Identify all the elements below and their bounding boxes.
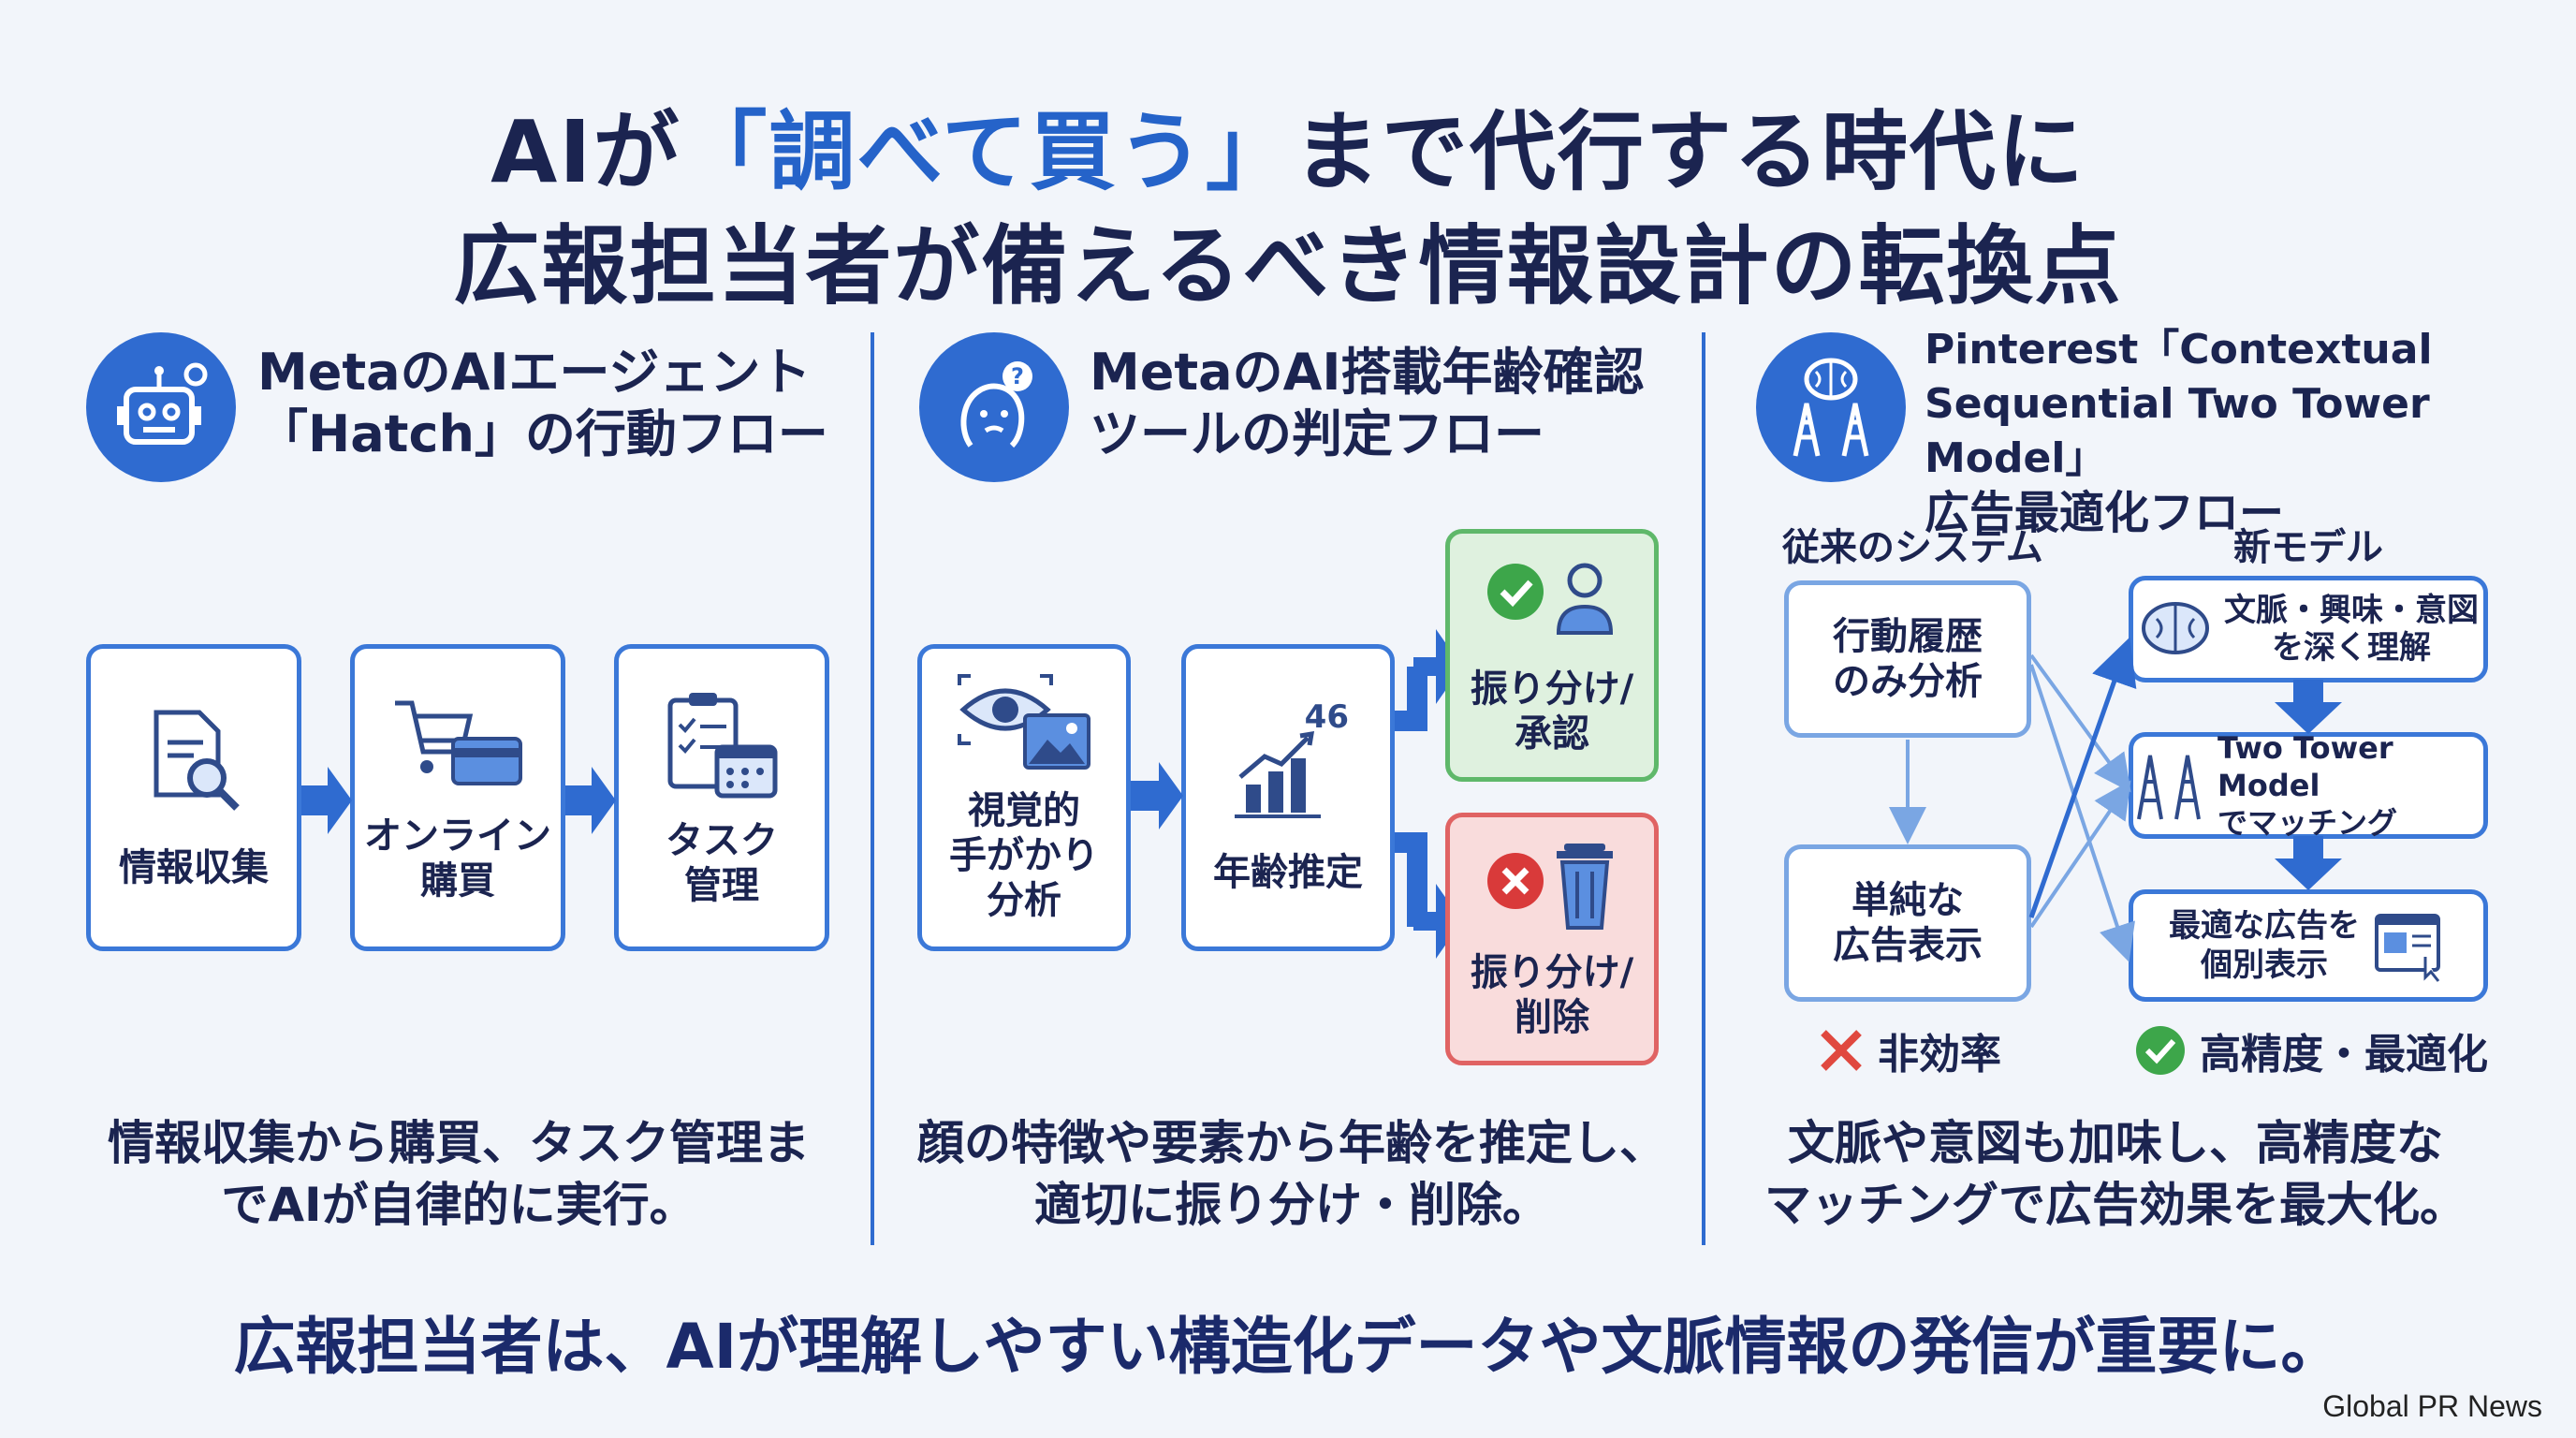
step-visual-analysis: 視覚的 手がかり 分析 bbox=[917, 644, 1131, 951]
column-divider-2 bbox=[1702, 332, 1705, 1245]
svg-text:?: ? bbox=[1011, 363, 1024, 389]
arrow-down-icon bbox=[2275, 680, 2342, 734]
col1-heading: MetaのAIエージェント 「Hatch」の行動フロー bbox=[257, 342, 828, 465]
col2-heading-line2: ツールの判定フロー bbox=[1090, 404, 1544, 463]
col1-heading-line1: MetaのAIエージェント bbox=[257, 343, 812, 402]
two-tower-icon bbox=[2137, 755, 2201, 820]
connector-lines bbox=[1889, 637, 2137, 962]
col1-caption: 情報収集から購買、タスク管理ま でAIが自律的に実行。 bbox=[56, 1112, 861, 1236]
visual-label-line3: 分析 bbox=[987, 879, 1061, 922]
step-task-management: タスク 管理 bbox=[614, 644, 829, 951]
legacy-box1-line2: のみ分析 bbox=[1833, 660, 1983, 703]
arrow-right-icon bbox=[1131, 762, 1183, 829]
new-box1-line2: を深く理解 bbox=[2272, 629, 2431, 667]
new-result-label: 高精度・最適化 bbox=[2200, 1031, 2488, 1078]
eye-image-icon bbox=[958, 674, 1090, 770]
new-context-understanding: 文脈・興味・意図 を深く理解 bbox=[2129, 576, 2488, 682]
age-estimation-label: 年齢推定 bbox=[1213, 851, 1363, 894]
col2-caption: 顔の特徴や要素から年齢を推定し、 適切に振り分け・削除。 bbox=[889, 1112, 1694, 1236]
bar-chart-icon: 46 bbox=[1227, 698, 1349, 822]
new-box1-line1: 文脈・興味・意図 bbox=[2224, 592, 2479, 629]
footer-message: 広報担当者は、AIが理解しやすい構造化データや文脈情報の発信が重要に。 bbox=[233, 1311, 2343, 1383]
brain-tower-icon bbox=[1756, 332, 1906, 482]
legacy-box2-line2: 広告表示 bbox=[1833, 924, 1983, 967]
brain-icon bbox=[2142, 602, 2209, 654]
title-suffix: まで代行する時代に bbox=[1293, 102, 2086, 202]
legacy-behavior-analysis: 行動履歴 のみ分析 bbox=[1784, 580, 2031, 738]
main-title-line1: AIが「調べて買う」まで代行する時代に bbox=[0, 82, 2576, 207]
col3-caption-line1: 文脈や意図も加味し、高精度な bbox=[1788, 1116, 2443, 1170]
new-model-title: 新モデル bbox=[2233, 526, 2383, 569]
col1-caption-line1: 情報収集から購買、タスク管理ま bbox=[108, 1116, 810, 1170]
legacy-simple-ad: 単純な 広告表示 bbox=[1784, 844, 2031, 1002]
step3-label-line1: タスク bbox=[666, 819, 778, 862]
new-box3-line2: 個別表示 bbox=[2201, 946, 2328, 984]
arrow-right-icon bbox=[565, 767, 616, 834]
new-personalized-ad: 最適な広告を 個別表示 bbox=[2129, 889, 2488, 1002]
branch-arrows-icon bbox=[1395, 629, 1462, 959]
col1-heading-line2: 「Hatch」の行動フロー bbox=[257, 404, 828, 463]
delete-label-line1: 振り分け/ bbox=[1470, 951, 1634, 994]
step3-label-line2: 管理 bbox=[684, 864, 759, 907]
col3-caption-line2: マッチングで広告効果を最大化。 bbox=[1764, 1178, 2466, 1232]
new-box3-line1: 最適な広告を bbox=[2169, 907, 2360, 945]
step-online-purchase: オンライン 購買 bbox=[350, 644, 565, 951]
arrow-down-icon bbox=[2275, 836, 2342, 890]
col2-heading-line1: MetaのAI搭載年齢確認 bbox=[1090, 343, 1645, 402]
col3-caption: 文脈や意図も加味し、高精度な マッチングで広告効果を最大化。 bbox=[1722, 1112, 2509, 1236]
delete-label-line2: 削除 bbox=[1515, 996, 1589, 1039]
new-box2-line2: でマッチング bbox=[2217, 805, 2398, 841]
step-age-estimation: 46 年齢推定 bbox=[1181, 644, 1395, 951]
cross-icon bbox=[1821, 1030, 1862, 1071]
step1-label: 情報収集 bbox=[119, 846, 269, 889]
visual-label-line2: 手がかり bbox=[949, 834, 1099, 877]
brand-label: Global PR News bbox=[2322, 1389, 2542, 1423]
approve-label-line2: 承認 bbox=[1515, 712, 1589, 756]
legacy-result: 非効率 bbox=[1818, 1020, 2001, 1080]
age-number: 46 bbox=[1304, 698, 1349, 736]
col2-caption-line1: 顔の特徴や要素から年齢を推定し、 bbox=[917, 1116, 1666, 1170]
clipboard-calendar-icon bbox=[667, 693, 778, 799]
legacy-result-label: 非効率 bbox=[1878, 1031, 2001, 1078]
check-icon bbox=[2136, 1026, 2185, 1075]
result-approve: 振り分け/ 承認 bbox=[1445, 529, 1659, 782]
face-question-icon: ? bbox=[919, 332, 1069, 482]
step2-label-line2: 購買 bbox=[420, 859, 495, 902]
legacy-system-title: 従来のシステム bbox=[1782, 526, 2043, 569]
step2-label-line1: オンライン bbox=[364, 814, 551, 858]
col1-caption-line2: でAIが自律的に実行。 bbox=[221, 1178, 696, 1232]
col3-heading-line1: Pinterest「Contextual bbox=[1925, 326, 2433, 374]
legacy-box1-line1: 行動履歴 bbox=[1833, 615, 1983, 658]
column-divider-1 bbox=[871, 332, 874, 1245]
step-info-gathering: 情報収集 bbox=[86, 644, 301, 951]
ad-screen-icon bbox=[2375, 914, 2440, 982]
title-highlight: 「調べて買う」 bbox=[681, 102, 1294, 202]
approve-label-line1: 振り分け/ bbox=[1470, 668, 1634, 711]
result-delete: 振り分け/ 削除 bbox=[1445, 813, 1659, 1065]
main-title-line2: 広報担当者が備えるべき情報設計の転換点 bbox=[453, 216, 2123, 316]
col3-heading: Pinterest「Contextual Sequential Two Towe… bbox=[1925, 323, 2576, 540]
new-two-tower-matching: Two Tower Model でマッチング bbox=[2129, 730, 2488, 841]
arrow-right-icon bbox=[301, 767, 352, 834]
title-prefix: AIが bbox=[490, 102, 681, 202]
check-user-icon bbox=[1487, 563, 1614, 635]
new-box2-line1: Two Tower Model bbox=[2217, 730, 2393, 803]
visual-label-line1: 視覚的 bbox=[968, 789, 1080, 832]
col2-heading: MetaのAI搭載年齢確認 ツールの判定フロー bbox=[1090, 342, 1645, 465]
new-result: 高精度・最適化 bbox=[2134, 1020, 2488, 1080]
robot-icon bbox=[86, 332, 236, 482]
col3-heading-line2: Sequential Two Tower Model」 bbox=[1925, 380, 2430, 482]
shopping-cart-icon bbox=[395, 700, 522, 785]
col3-heading-line3: 広告最適化フロー bbox=[1925, 487, 2285, 539]
document-search-icon bbox=[154, 710, 240, 811]
cross-trash-icon bbox=[1487, 844, 1613, 930]
legacy-box2-line1: 単純な bbox=[1852, 879, 1964, 922]
col2-caption-line2: 適切に振り分け・削除。 bbox=[1034, 1178, 1549, 1232]
